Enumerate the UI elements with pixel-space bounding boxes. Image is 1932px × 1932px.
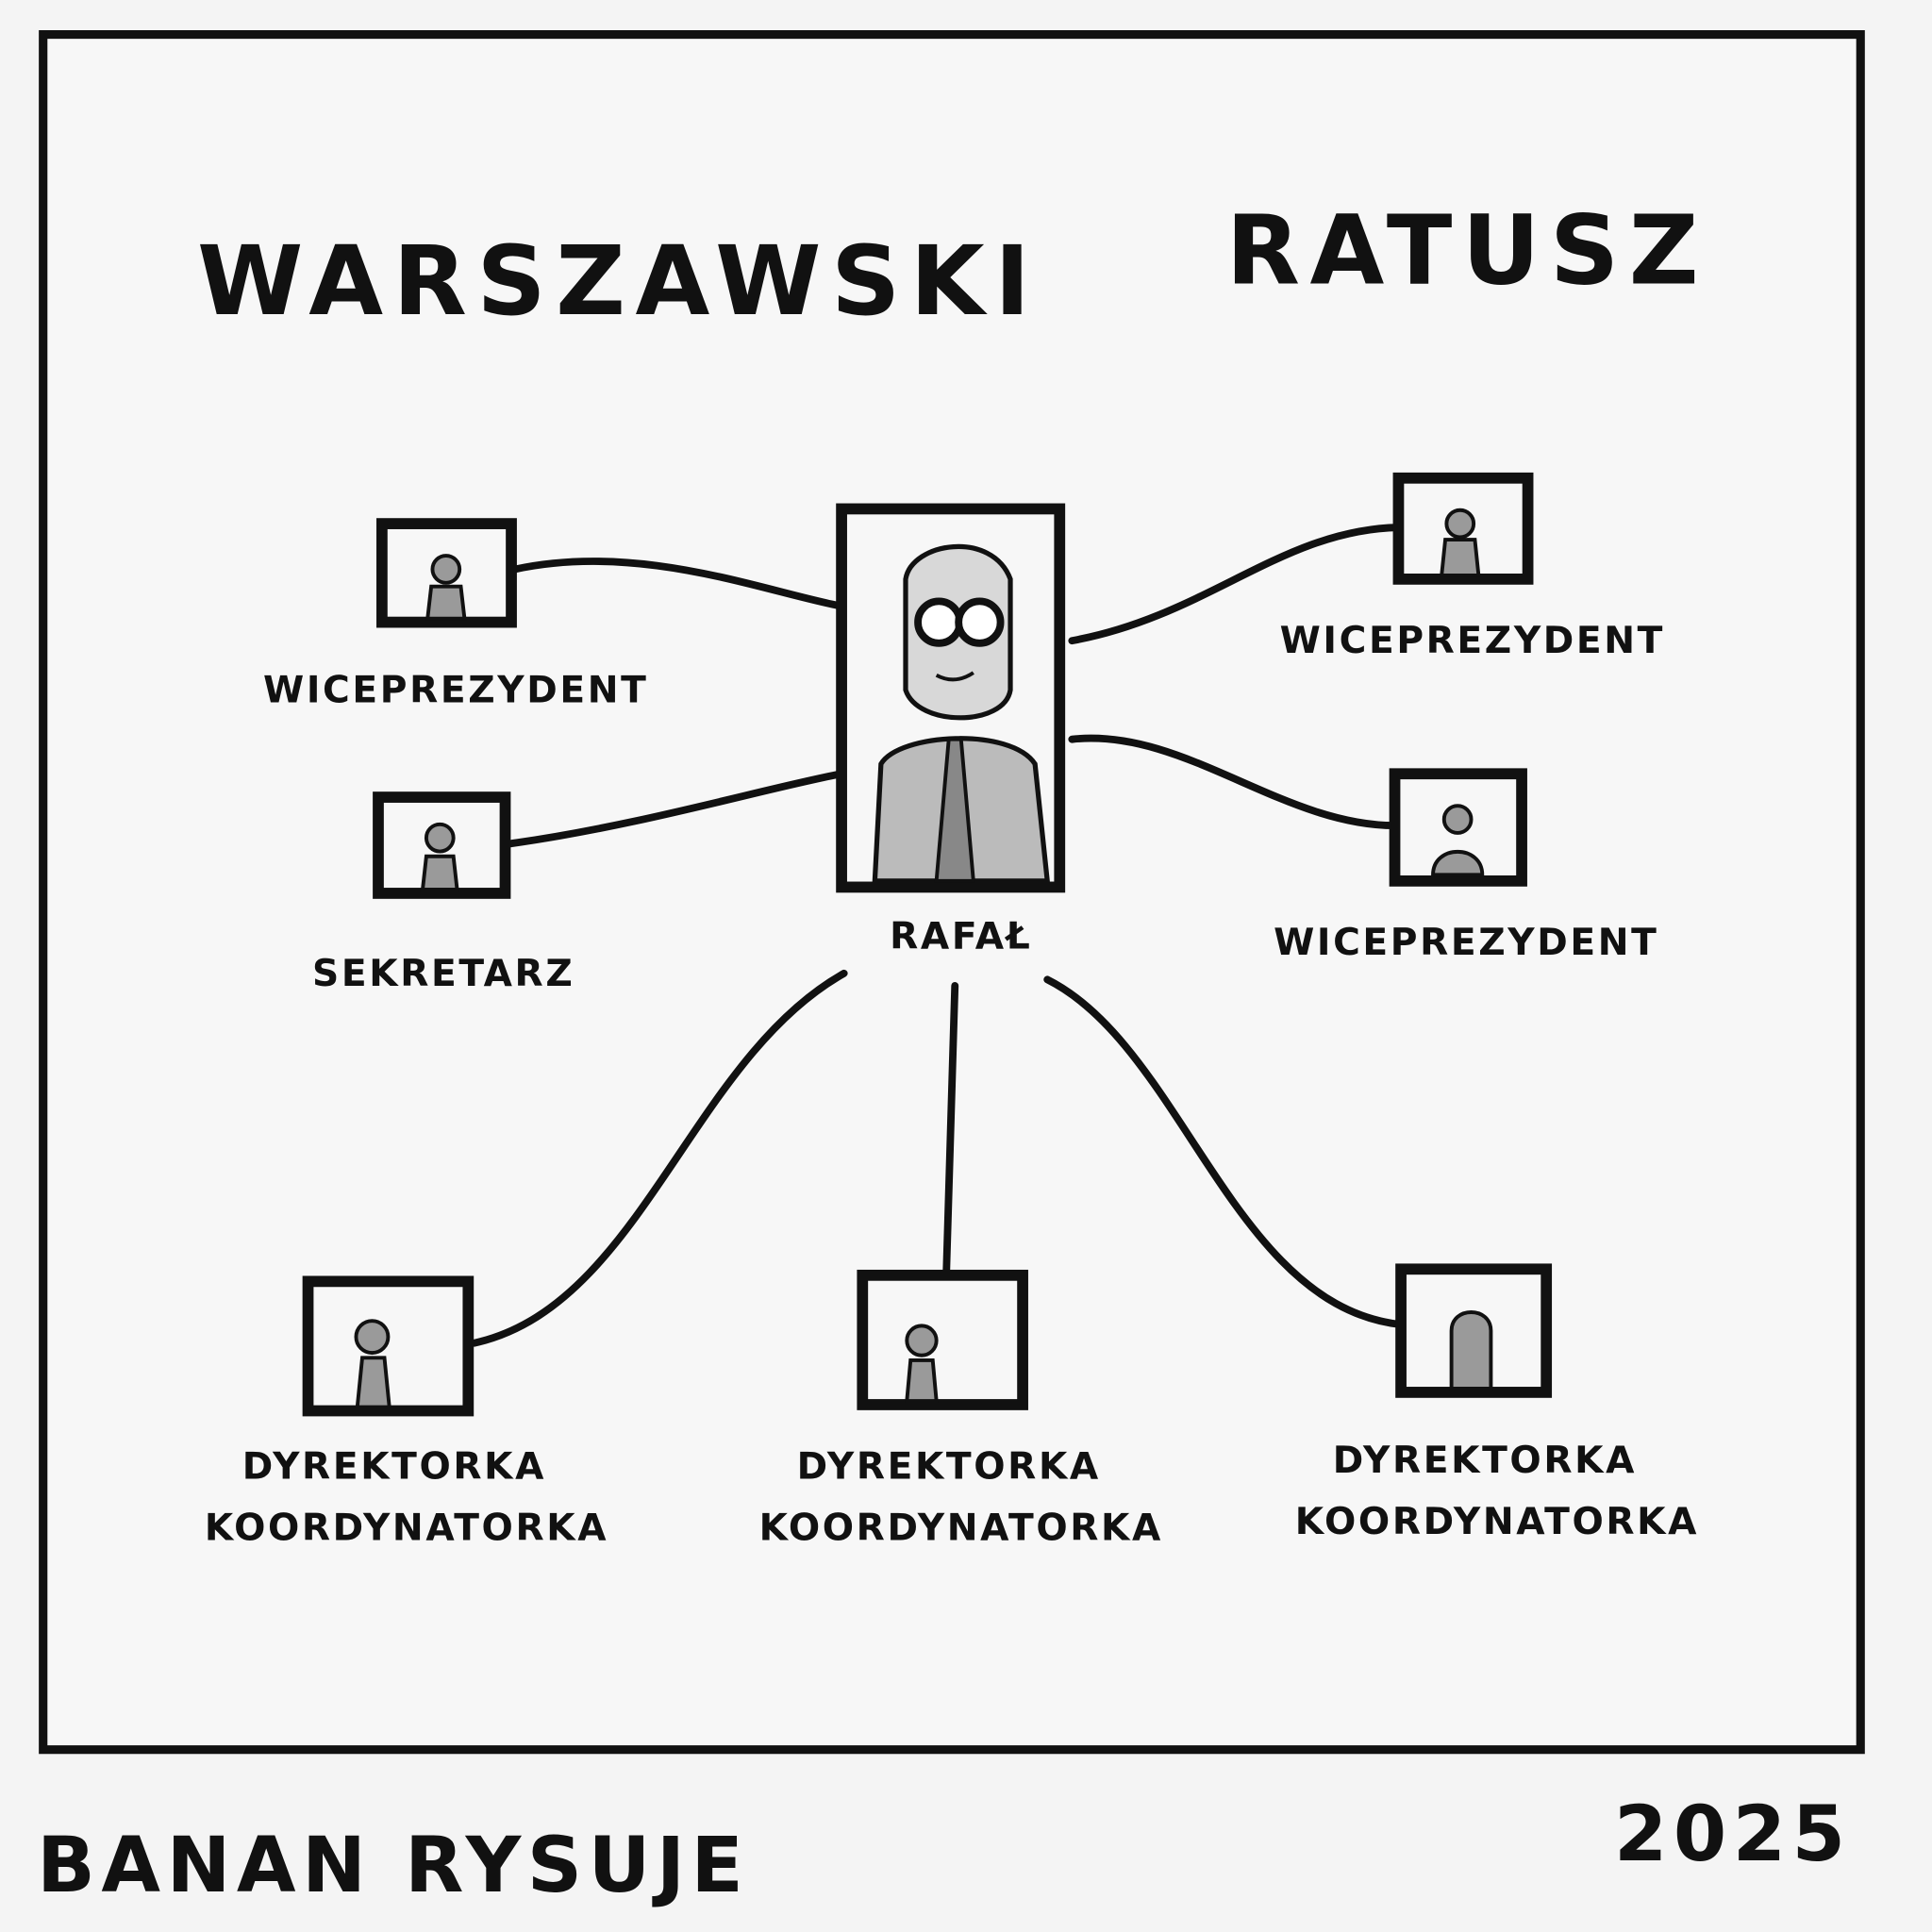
node-label-line-2: KOORDYNATORKA	[759, 1507, 1163, 1550]
node-label: WICEPREZYDENT	[1274, 922, 1658, 964]
person-icon	[1431, 804, 1485, 877]
node-label-line-2: KOORDYNATORKA	[1295, 1501, 1699, 1543]
connector-director-2	[942, 981, 959, 1279]
center-name: RAFAŁ	[890, 916, 1032, 958]
person-icon	[425, 554, 467, 621]
connector-secretary	[504, 770, 845, 848]
node-label: WICEPREZYDENT	[1280, 620, 1665, 662]
connector-vp-left	[511, 558, 845, 610]
person-icon	[354, 1319, 391, 1409]
node-label-line-1: DYREKTORKA	[1333, 1440, 1637, 1482]
person-icon	[1439, 508, 1481, 577]
person-icon	[905, 1324, 939, 1404]
title-word-1: WARSZAWSKI	[197, 225, 1041, 338]
person-icon	[420, 822, 459, 891]
connector-director-1	[470, 969, 848, 1347]
node-secretary: SEKRETARZ	[312, 791, 575, 995]
node-vp-left: WICEPREZYDENT	[263, 518, 648, 711]
node-label-line-1: DYREKTORKA	[242, 1445, 546, 1488]
node-label-line-2: KOORDYNATORKA	[205, 1507, 608, 1550]
node-label: SEKRETARZ	[312, 953, 575, 995]
person-icon	[1449, 1310, 1493, 1391]
title-word-2: RATUSZ	[1226, 194, 1708, 307]
man-portrait-icon	[872, 543, 1051, 884]
node-director-1: DYREKTORKA KOORDYNATORKA	[205, 1275, 608, 1550]
node-director-2: DYREKTORKA KOORDYNATORKA	[759, 1269, 1163, 1550]
author-signature: BANAN RYSUJE	[37, 1822, 749, 1910]
connectors	[470, 524, 1405, 1347]
connector-director-3	[1043, 975, 1405, 1328]
node-vp-right-top: WICEPREZYDENT	[1280, 472, 1665, 662]
year: 2025	[1614, 1790, 1851, 1879]
node-label: WICEPREZYDENT	[263, 669, 648, 711]
node-label-line-1: DYREKTORKA	[797, 1445, 1101, 1488]
node-director-3: DYREKTORKA KOORDYNATORKA	[1295, 1263, 1699, 1543]
node-vp-right-bottom: WICEPREZYDENT	[1274, 768, 1658, 964]
connector-vp-right-bottom	[1068, 734, 1399, 830]
connector-vp-right-top	[1068, 524, 1403, 645]
center-node-rafal: RAFAŁ	[836, 503, 1066, 958]
